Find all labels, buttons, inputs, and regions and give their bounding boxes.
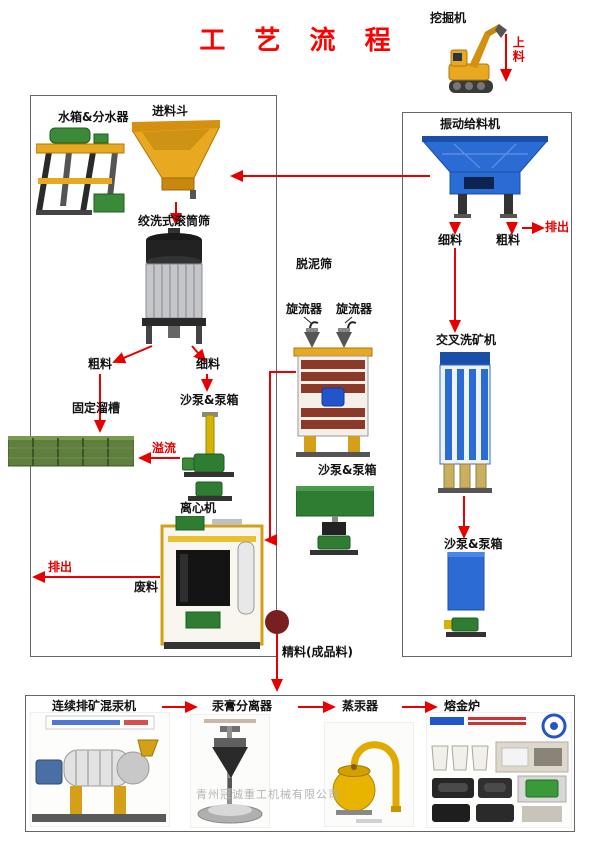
concentrate-label: 精料(成品料) — [282, 645, 353, 659]
cross-washer-illustration — [436, 352, 494, 494]
fine-right-label: 细料 — [438, 233, 463, 247]
distiller-label: 蒸汞器 — [342, 699, 379, 713]
fine-left-label: 细料 — [196, 357, 221, 371]
centrifuge-label: 离心机 — [180, 501, 217, 515]
distiller-illustration — [324, 722, 414, 827]
chute-illustration — [8, 436, 134, 468]
sand-pump-right-illustration — [444, 552, 488, 648]
cross-washer-label: 交叉洗矿机 — [436, 333, 497, 347]
water-tank-label: 水箱&分水器 — [58, 110, 129, 124]
feeding-label: 上料 — [511, 36, 526, 64]
excavator-label: 挖掘机 — [430, 11, 467, 25]
vibrating-feeder-label: 振动给料机 — [440, 117, 501, 131]
sand-pump-right-label: 沙泵&泵箱 — [444, 537, 503, 551]
furnace-label: 熔金炉 — [444, 699, 481, 713]
vibrating-feeder-illustration — [422, 136, 548, 220]
sand-pump-left-illustration — [182, 412, 238, 504]
desliming-screen-illustration — [292, 318, 374, 458]
cyclone-right-label: 旋流器 — [336, 302, 373, 316]
centrifuge-illustration — [160, 516, 264, 651]
cyclone-left-label: 旋流器 — [286, 302, 323, 316]
excavator-illustration — [445, 20, 507, 98]
discharge-right-label: 排出 — [545, 220, 570, 234]
discharge-left-label: 排出 — [48, 560, 73, 574]
furnace-illustration — [426, 712, 572, 828]
coarse-left-label: 粗料 — [88, 357, 113, 371]
bottom-process-box — [25, 695, 575, 832]
fixed-chute-label: 固定溜槽 — [72, 401, 121, 415]
sand-pump-mid-label: 沙泵&泵箱 — [318, 463, 377, 477]
right-process-box — [402, 112, 572, 657]
concentrate-dot — [265, 610, 289, 634]
drum-screen-illustration — [140, 228, 208, 348]
overflow-label: 溢流 — [152, 441, 177, 455]
hopper-illustration — [132, 120, 220, 200]
coarse-right-label: 粗料 — [496, 233, 521, 247]
mixer-label: 连续排矿混汞机 — [52, 699, 137, 713]
desliming-screen-label: 脱泥筛 — [296, 257, 333, 271]
sand-pump-left-label: 沙泵&泵箱 — [180, 393, 239, 407]
hopper-label: 进料斗 — [152, 104, 189, 118]
company-watermark: 青州冠诚重工机械有限公司 — [196, 788, 340, 801]
sand-pump-mid-illustration — [296, 486, 374, 562]
waste-label: 废料 — [134, 580, 159, 594]
mixer-illustration — [30, 712, 170, 827]
page-title: 工 艺 流 程 — [199, 26, 401, 56]
drum-screen-label: 绞洗式滚筒筛 — [138, 214, 211, 228]
water-tank-illustration — [36, 126, 136, 218]
separator-illustration — [190, 714, 270, 828]
separator-label: 汞膏分离器 — [212, 699, 273, 713]
